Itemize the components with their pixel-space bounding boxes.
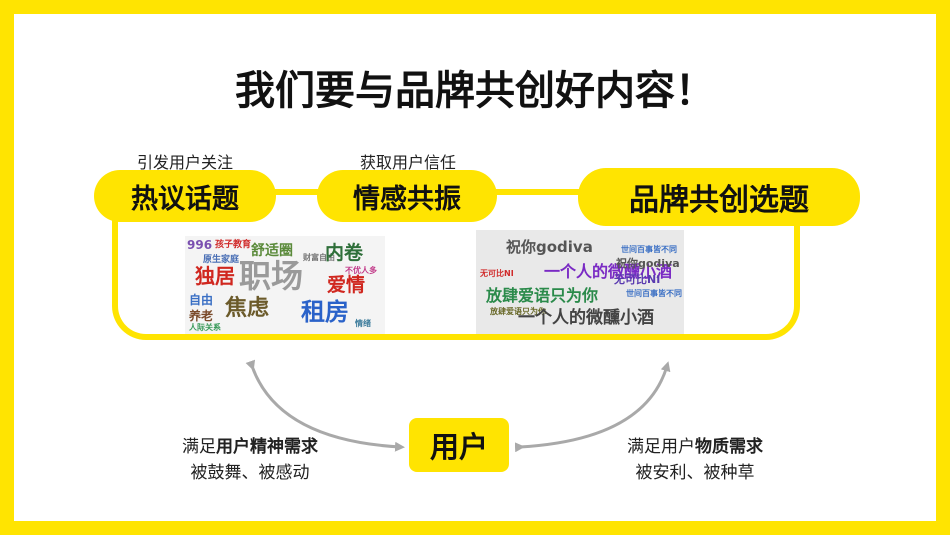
cloud-word: 世间百事皆不同 [626,289,682,298]
step-brand-co-creation: 品牌共创选题 [578,168,860,226]
word-cloud-brand-topics: 祝你godiva 世间百事皆不同 无可比NI 一个人的微醺小酒 祝你godiva… [476,230,684,334]
cloud-word: 职场 [239,257,304,295]
note-emphasis: 物质需求 [695,437,763,457]
cloud-word: 996 [187,238,213,252]
flow-connector [112,192,800,340]
connector-line-2 [490,189,586,195]
cloud-word: 舒适圈 [251,243,293,259]
cloud-word: 自由 [189,293,214,307]
connector-line-1 [270,189,326,195]
cloud-word: 一个人的微醺小酒 [518,308,654,328]
step-hot-topics: 热议话题 [94,170,276,222]
cloud-word: 不优人多 [345,266,377,275]
cloud-word: 祝你godiva [616,257,680,270]
slide-title: 我们要与品牌共创好内容！ [235,68,715,114]
arrow-left-curve [245,359,405,452]
cloud-word: 放肆爱语只为你 [490,307,546,316]
note-material-needs: 满足用户物质需求 被安利、被种草 [605,434,785,487]
cloud-word: 内卷 [325,242,364,264]
cloud-word: 租房 [301,298,349,326]
word-cloud-topics: 996 孩子教育 舒适圈 原生家庭 财富自由 内卷 独居 职场 不优人多 爱情 … [185,236,385,334]
cloud-word: 无可比NI [614,273,661,286]
cloud-word: 焦虑 [225,296,270,321]
cloud-word: 爱情 [327,274,366,296]
cloud-word: 独居 [195,264,235,288]
cloud-word: 养老 [189,309,214,323]
cloud-word: 人际关系 [189,323,221,332]
user-node: 用户 [409,418,509,472]
note-line2: 被安利、被种草 [635,463,755,484]
step-caption-trust: 获取用户信任 [359,153,456,172]
note-emphasis: 用户精神需求 [216,437,318,457]
cloud-word: 放肆爱语只为你 [486,286,599,305]
step-emotional-resonance: 情感共振 [317,170,497,222]
cloud-word: 一个人的微醺小酒 [544,262,673,281]
cloud-word: 财富自由 [303,253,335,262]
note-line2: 被鼓舞、被感动 [190,463,310,484]
note-prefix: 满足用户 [627,437,695,457]
step-caption-attention: 引发用户关注 [136,153,233,172]
cloud-word: 情绪 [355,319,371,328]
cloud-word: 孩子教育 [215,240,252,250]
cloud-word: 世间百事皆不同 [621,245,677,254]
cloud-word: 原生家庭 [203,255,240,265]
note-spiritual-needs: 满足用户精神需求 被鼓舞、被感动 [160,434,340,487]
cloud-word: 祝你godiva [506,238,593,256]
cloud-word: 无可比NI [480,269,514,278]
arrow-right-curve [514,361,671,453]
note-prefix: 满足 [182,437,216,457]
